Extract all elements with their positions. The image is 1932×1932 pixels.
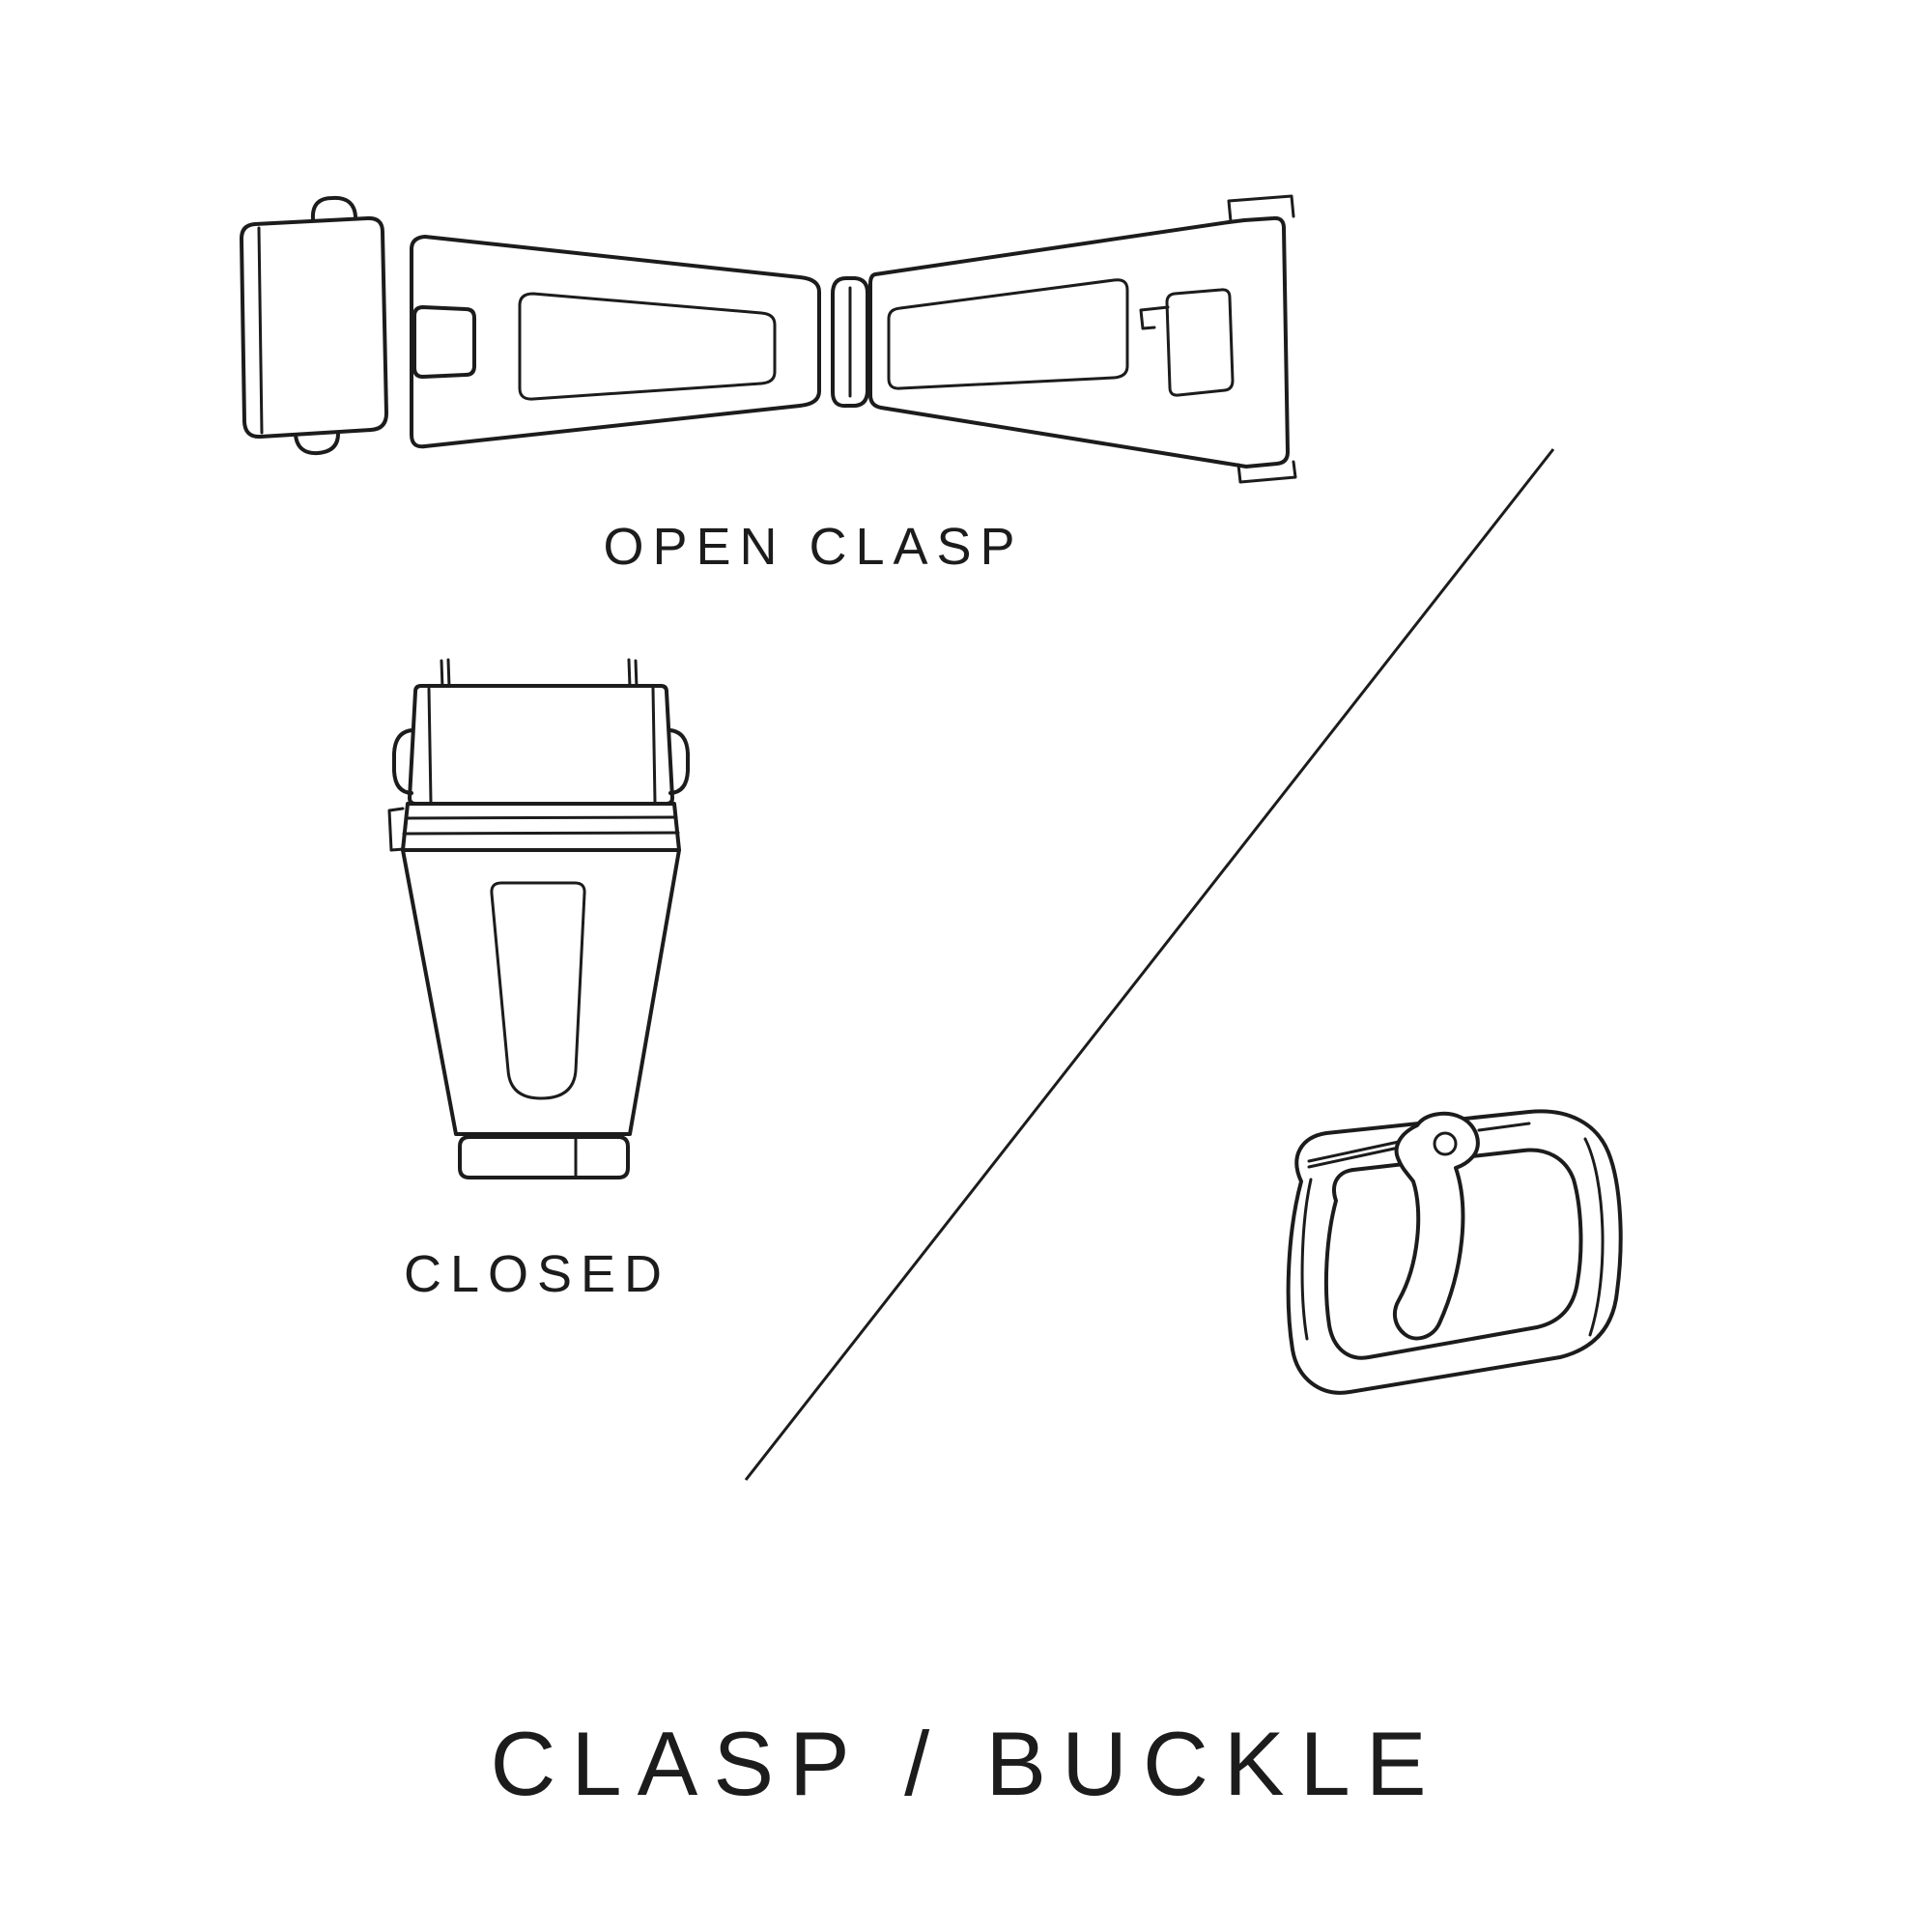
diagram-title: CLASP / BUCKLE — [490, 1713, 1442, 1814]
closed-clasp-label: CLOSED — [403, 1245, 671, 1303]
buckle-icon — [1286, 1109, 1623, 1395]
closed-clasp-icon — [387, 658, 690, 1179]
open-clasp-icon — [240, 194, 1297, 484]
open-clasp-label: OPEN CLASP — [603, 518, 1024, 576]
buckle-illustration — [1241, 1087, 1647, 1425]
closed-clasp-illustration — [386, 657, 705, 1198]
open-clasp-illustration — [222, 184, 1304, 493]
